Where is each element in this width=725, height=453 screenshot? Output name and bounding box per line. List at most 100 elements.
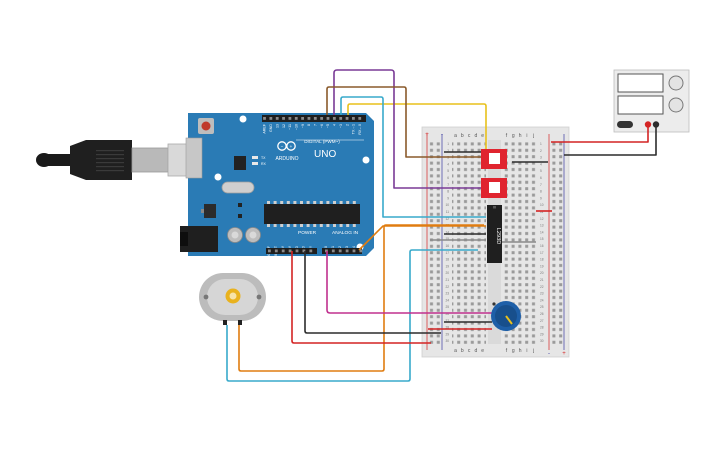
tx-led-label: TX [261,156,266,160]
row-number: 29 [445,332,449,336]
row-number: 13 [540,224,544,228]
row-number: 23 [445,292,449,296]
digital-pin-label: TX→1 [352,124,356,134]
voltage-regulator [204,204,216,218]
column-letter: i [526,348,527,354]
rail-minus-label: - [441,132,443,138]
row-number: 25 [540,305,544,309]
potentiometer[interactable] [491,301,521,331]
column-letter: f [506,133,508,139]
column-letter: j [532,348,534,354]
power-rail-left[interactable] [429,140,441,344]
row-number: 1 [540,142,542,146]
current-knob[interactable] [668,97,684,113]
power-header-label: POWER [298,230,317,236]
column-letter: c [468,133,471,139]
power-rail-right[interactable] [551,140,563,344]
row-number: 24 [445,298,449,302]
slide-switch-1[interactable] [481,149,507,169]
power-pin-label: 5V [288,245,292,250]
voltage-knob[interactable] [668,75,684,91]
wire-red-arduino[interactable] [291,251,431,344]
row-number: 11 [540,210,544,214]
digital-pin-label: ~9 [301,124,305,128]
row-number: 14 [540,230,544,234]
column-letter: b [461,133,464,139]
power-supply [613,69,690,133]
wire-black-supply[interactable] [564,124,657,156]
row-number: 1 [447,142,449,146]
arduino-logo: − + [277,141,296,151]
row-number: 21 [445,278,449,282]
analog-pin-header[interactable] [322,248,362,254]
digital-pin-label: ~5 [326,124,330,128]
terminal-strip-left[interactable] [452,140,486,344]
wire-cyan-bottom[interactable] [226,249,478,382]
row-number: 17 [540,251,544,255]
atmega-chip [264,201,360,227]
chip-label: L293D [495,228,501,244]
digital-pin-label: ~3 [339,124,343,128]
digital-pin-label: 7 [314,124,318,126]
power-switch[interactable] [617,121,633,128]
row-number: 25 [445,305,449,309]
row-number: 22 [540,285,544,289]
row-number: 11 [446,210,450,214]
row-number: 19 [445,264,449,268]
rail-plus-label: + [425,132,429,138]
column-letter: i [526,133,527,139]
wires [226,69,657,382]
wire-cyan[interactable] [340,96,486,218]
row-number: 12 [445,217,449,221]
digital-pin-label: 4 [333,124,337,126]
current-display [617,95,664,115]
column-letter: a [454,133,457,139]
row-number: 8 [540,190,542,194]
column-letter: h [519,348,522,354]
row-number: 22 [445,285,449,289]
rail-minus-label-right: - [548,351,550,357]
dc-motor [199,273,266,325]
wire-orange-left[interactable] [358,225,486,251]
row-number: 20 [540,271,544,275]
row-number: 28 [540,326,544,330]
row-number: 7 [540,183,542,187]
wire-magenta[interactable] [326,251,497,314]
wire-orange-bottom[interactable] [238,224,484,372]
column-letter: d [475,348,478,354]
digital-pin-label: ~10 [294,124,298,130]
column-letter: g [512,133,515,139]
row-number: 29 [540,332,544,336]
digital-pin-label: ~11 [288,124,292,130]
row-number: 8 [447,190,449,194]
row-number: 16 [540,244,544,248]
wire-purple[interactable] [333,69,487,189]
wire-red-supply[interactable] [551,124,649,143]
row-number: 28 [445,326,449,330]
column-letter: c [468,348,471,354]
row-number: 4 [447,162,449,166]
slide-switch-2[interactable] [481,178,507,198]
row-number: 20 [445,271,449,275]
row-number: 5 [540,169,542,173]
wire-black-arduino[interactable] [304,251,441,334]
column-letter: j [532,133,534,139]
reset-button[interactable] [198,118,214,134]
row-number: 19 [540,264,544,268]
digital-pin-label: 8 [307,124,311,126]
digital-header-label: DIGITAL (PWM~) [304,139,340,144]
usb-cable [36,140,201,180]
column-letter: d [475,133,478,139]
row-number: 30 [445,339,449,343]
wire-brown[interactable] [326,86,484,158]
row-number: 6 [447,176,449,180]
wire-yellow[interactable] [347,103,487,158]
column-letter: g [512,348,515,354]
usb-controller-chip [234,156,246,170]
crystal [221,181,255,194]
row-number: 16 [445,244,449,248]
digital-pin-label: RX←0 [358,124,362,135]
digital-pin-label: ~6 [320,124,324,128]
column-letter: e [481,133,484,139]
